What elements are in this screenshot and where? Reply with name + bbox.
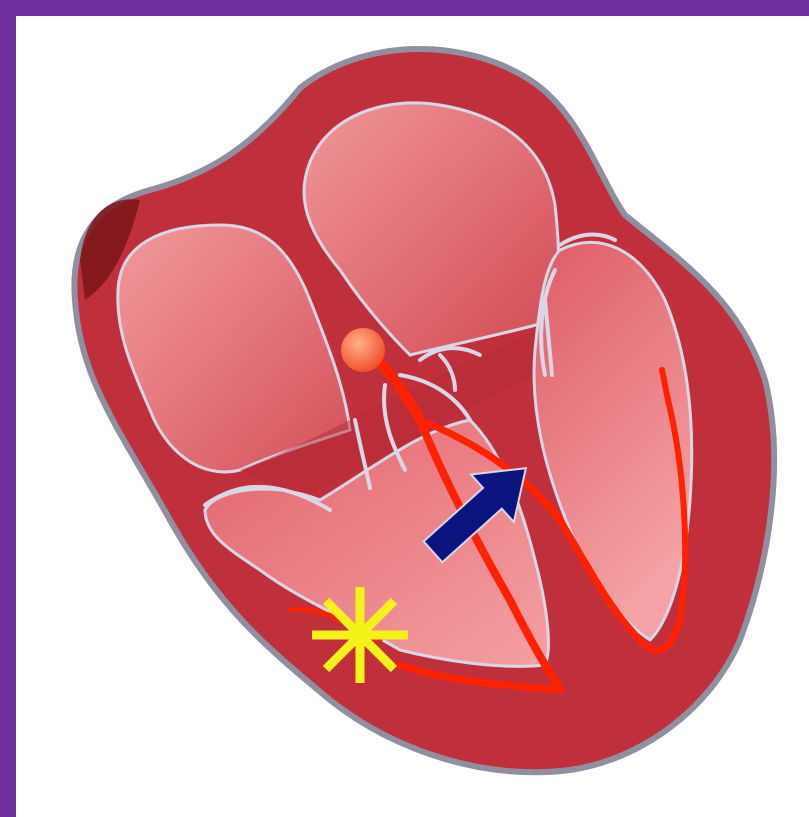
av-node-icon bbox=[341, 328, 385, 372]
starburst-icon bbox=[312, 587, 408, 683]
